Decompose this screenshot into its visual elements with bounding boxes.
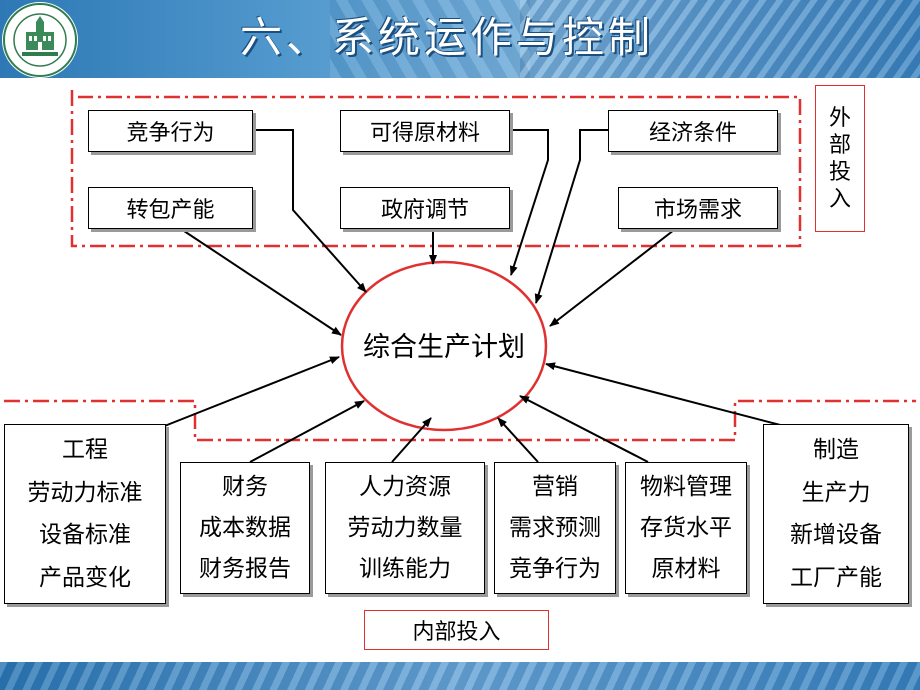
arrow-engineering <box>161 356 340 428</box>
group-line: 存货水平 <box>640 514 732 541</box>
external-label-char: 入 <box>828 186 851 212</box>
group-line: 物料管理 <box>640 474 732 501</box>
internal-dashed-boundary <box>4 399 916 442</box>
group-line: 产品变化 <box>39 564 131 591</box>
internal-group-marketing: 营销 需求预测 竞争行为 <box>494 462 616 594</box>
group-line: 制造 <box>813 437 859 464</box>
group-line: 成本数据 <box>199 514 291 541</box>
arrow-competition <box>253 129 367 293</box>
slide-header: 六、系统运作与控制 <box>0 0 920 78</box>
internal-input-label: 内部投入 <box>364 610 549 650</box>
group-line: 原材料 <box>651 555 721 582</box>
group-line: 训练能力 <box>359 555 451 582</box>
internal-group-engineering: 工程 劳动力标准 设备标准 产品变化 <box>4 424 166 604</box>
arrow-finance <box>249 400 365 463</box>
footer-texture <box>0 662 920 690</box>
arrow-materials <box>509 129 549 276</box>
external-item-subcontract: 转包产能 <box>88 187 253 229</box>
slide-footer <box>0 662 920 690</box>
center-label: 综合生产计划 <box>363 332 525 363</box>
arrow-materials-mgmt <box>519 395 649 463</box>
group-line: 需求预测 <box>509 514 601 541</box>
header-texture-right <box>520 0 920 78</box>
external-item-materials: 可得原材料 <box>340 110 510 152</box>
group-line: 新增设备 <box>790 522 882 549</box>
internal-group-materials: 物料管理 存货水平 原材料 <box>625 462 747 594</box>
external-label-char: 部 <box>828 132 851 158</box>
group-line: 人力资源 <box>359 474 451 501</box>
external-item-government: 政府调节 <box>340 187 510 229</box>
arrow-economy <box>534 129 608 304</box>
internal-group-manufacturing: 制造 生产力 新增设备 工厂产能 <box>763 424 909 604</box>
external-dashed-boundary <box>70 90 802 248</box>
group-line: 竞争行为 <box>509 555 601 582</box>
arrow-marketing <box>497 417 539 463</box>
group-line: 设备标准 <box>39 522 131 549</box>
external-item-market: 市场需求 <box>618 187 778 229</box>
slide-title: 六、系统运作与控制 <box>240 13 655 62</box>
internal-group-finance: 财务 成本数据 财务报告 <box>180 462 310 594</box>
header-texture-left <box>330 0 530 78</box>
center-ellipse <box>340 260 548 432</box>
group-line: 劳动力数量 <box>347 514 463 541</box>
arrow-subcontract <box>177 226 342 336</box>
external-item-competition: 竞争行为 <box>88 110 253 152</box>
group-line: 财务 <box>222 474 268 501</box>
group-line: 劳动力标准 <box>27 479 143 506</box>
group-line: 财务报告 <box>199 555 291 582</box>
group-line: 工厂产能 <box>790 564 882 591</box>
group-line: 营销 <box>532 474 578 501</box>
internal-group-hr: 人力资源 劳动力数量 训练能力 <box>325 462 485 594</box>
external-item-economy: 经济条件 <box>608 110 778 152</box>
arrow-hr <box>391 417 432 463</box>
university-seal-icon <box>2 2 78 78</box>
arrow-market <box>549 229 675 327</box>
group-line: 工程 <box>62 437 108 464</box>
external-label-char: 投 <box>828 159 851 185</box>
arrow-manufacturing <box>545 362 789 428</box>
group-line: 生产力 <box>801 479 871 506</box>
external-input-label: 外 部 投 入 <box>815 85 865 232</box>
external-label-char: 外 <box>828 105 851 131</box>
